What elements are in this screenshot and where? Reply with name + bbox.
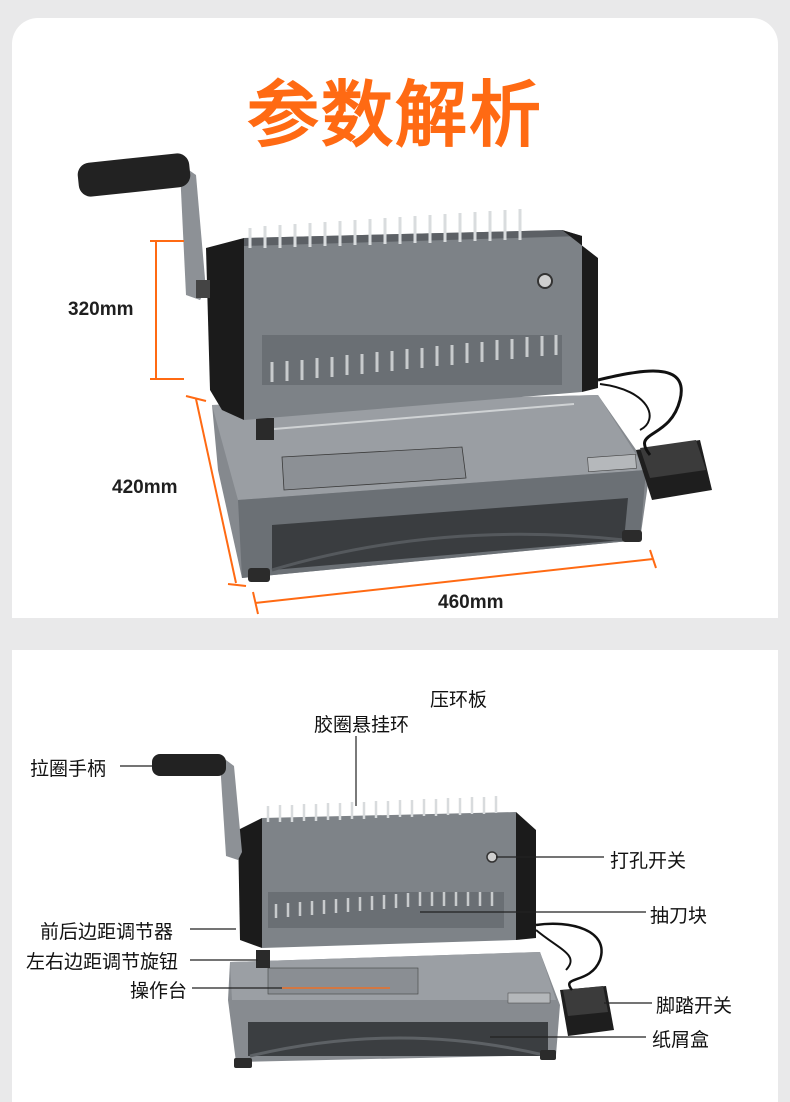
right-end-cap-top: [562, 230, 598, 392]
crank-handle-grip-top: [77, 153, 191, 197]
page-title: 参数解析: [246, 73, 543, 157]
label-worktable: 操作台: [130, 980, 188, 1002]
label-waste-box: 纸屑盒: [652, 1029, 710, 1051]
left-end-cap-top: [206, 238, 244, 420]
crank-handle-grip-bottom: [152, 754, 226, 776]
waste-tray-top: [272, 498, 628, 570]
crank-arm-top: [180, 168, 206, 300]
margin-knob-top: [256, 418, 274, 440]
label-crank-handle: 拉圈手柄: [30, 758, 107, 780]
dimension-lines: [150, 240, 657, 615]
label-punch-switch: 打孔开关: [610, 850, 687, 872]
margin-knob-bottom: [256, 950, 270, 968]
punch-switch-top: [537, 273, 553, 289]
label-left-right-margin-knob: 左右边距调节旋钮: [26, 951, 179, 973]
label-comb-holder: 胶圈悬挂环: [314, 714, 410, 736]
label-pressure-plate: 压环板: [430, 689, 488, 711]
label-die-block: 抽刀块: [650, 905, 708, 927]
callout-lines: [120, 736, 652, 1038]
depth-dimension: 420mm: [112, 477, 178, 498]
height-dimension: 320mm: [68, 299, 134, 320]
label-front-back-margin: 前后边距调节器: [40, 921, 174, 943]
punch-switch-bottom: [486, 851, 498, 863]
crank-arm-bottom: [220, 760, 242, 860]
label-foot-switch: 脚踏开关: [656, 995, 733, 1017]
width-dimension: 460mm: [438, 592, 504, 613]
